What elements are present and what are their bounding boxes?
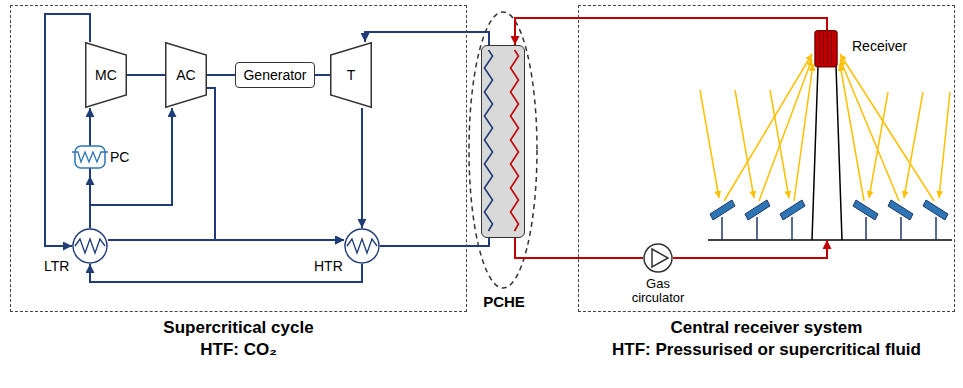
reflected-ray (759, 59, 812, 201)
receiver-body (815, 31, 837, 67)
heat-exchanger: PCHE (481, 45, 525, 238)
component-label: LTR (44, 258, 69, 275)
exchanger-coil (75, 239, 105, 253)
heliostat (745, 200, 770, 220)
cold-channel (485, 50, 493, 231)
gas-circulator-symbol (643, 243, 673, 273)
co2-pipe (89, 108, 91, 138)
region-caption: Supercritical cycle (10, 318, 467, 338)
co2-pipe (361, 108, 363, 228)
heliostat (853, 200, 878, 220)
gas-circulator: Gas circulator (643, 243, 673, 273)
component-label: Gas circulator (623, 277, 693, 305)
reflected-ray (794, 64, 813, 201)
co2-pipe (207, 74, 235, 76)
region-caption: HTF: CO₂ (10, 340, 467, 360)
reflected-ray (840, 54, 934, 201)
recuperator-symbol (344, 228, 380, 264)
recuperator: HTR (344, 228, 380, 264)
co2-pipe (127, 74, 165, 76)
heliostat (923, 200, 948, 220)
component-label: PCHE (464, 293, 544, 311)
hot-fluid-pipe (515, 18, 827, 45)
component-label: MC (95, 67, 117, 84)
pipe-stub (89, 138, 91, 146)
co2-pipe (45, 14, 90, 246)
component-label: HTR (314, 258, 343, 275)
sun-ray (904, 92, 923, 198)
circulator-triangle (652, 249, 668, 267)
reflected-ray (724, 54, 812, 201)
sun-ray (735, 90, 754, 198)
region-caption: HTF: Pressurised or supercritical fluid (578, 340, 955, 360)
compressor: MC (85, 42, 127, 108)
heliostat-post (721, 217, 723, 240)
exchanger-outline (73, 229, 107, 263)
recuperator-symbol (72, 228, 108, 264)
receiver-tube (819, 33, 820, 64)
component-label: AC (176, 67, 195, 84)
solar-receiver: Receiver (806, 30, 848, 240)
component-label: Generator (243, 67, 306, 84)
co2-pipe (365, 32, 489, 45)
heliostat (780, 200, 805, 220)
circulator-outline (644, 244, 672, 272)
region-caption: Central receiver system (578, 318, 955, 338)
tower-leg (836, 66, 842, 240)
machine-outline (331, 43, 372, 108)
precooler: PC (72, 138, 130, 176)
exchanger-outline (345, 229, 379, 263)
cooler-coil (72, 152, 108, 162)
heliostat-post (865, 217, 867, 240)
co2-pipe (207, 88, 344, 240)
exchanger-coil (347, 239, 377, 253)
hot-channel (511, 50, 519, 231)
system-region: Central receiver systemHTF: Pressurised … (578, 5, 955, 312)
component-label: PC (110, 149, 129, 166)
machine-outline (86, 43, 127, 108)
system-region: Supercritical cycleHTF: CO₂MCACGenerator… (10, 5, 467, 312)
hot-fluid-pipe (515, 238, 643, 258)
heliostat-post (791, 217, 793, 240)
solar-receiver-symbol (806, 30, 848, 240)
receiver-tube (831, 33, 832, 64)
recuperator: LTR (72, 228, 108, 264)
heliostat-post (935, 217, 937, 240)
co2-pipe (108, 239, 344, 241)
receiver-tube (827, 33, 828, 64)
hot-fluid-pipe (673, 240, 827, 258)
reflected-ray (840, 59, 899, 201)
receiver-tube (823, 33, 824, 64)
compressor: AC (165, 42, 207, 108)
heliostat (888, 200, 913, 220)
co2-pipe (315, 74, 330, 76)
component-label: T (347, 67, 356, 84)
sun-ray (700, 90, 719, 198)
heliostat (710, 200, 735, 220)
sun-ray (939, 92, 950, 198)
co2-pipe (380, 238, 489, 246)
component-label: Receiver (852, 38, 907, 55)
tower-leg (812, 66, 818, 240)
machine-outline (166, 43, 207, 108)
heliostat-post (900, 217, 902, 240)
sun-ray (869, 92, 888, 198)
generator-box: Generator (235, 62, 315, 88)
pipe-stub (89, 168, 91, 176)
co2-pipe (90, 108, 172, 228)
turbine: T (330, 42, 372, 108)
ground-line (708, 239, 952, 241)
heliostat-post (756, 217, 758, 240)
pche-channels (482, 46, 523, 236)
